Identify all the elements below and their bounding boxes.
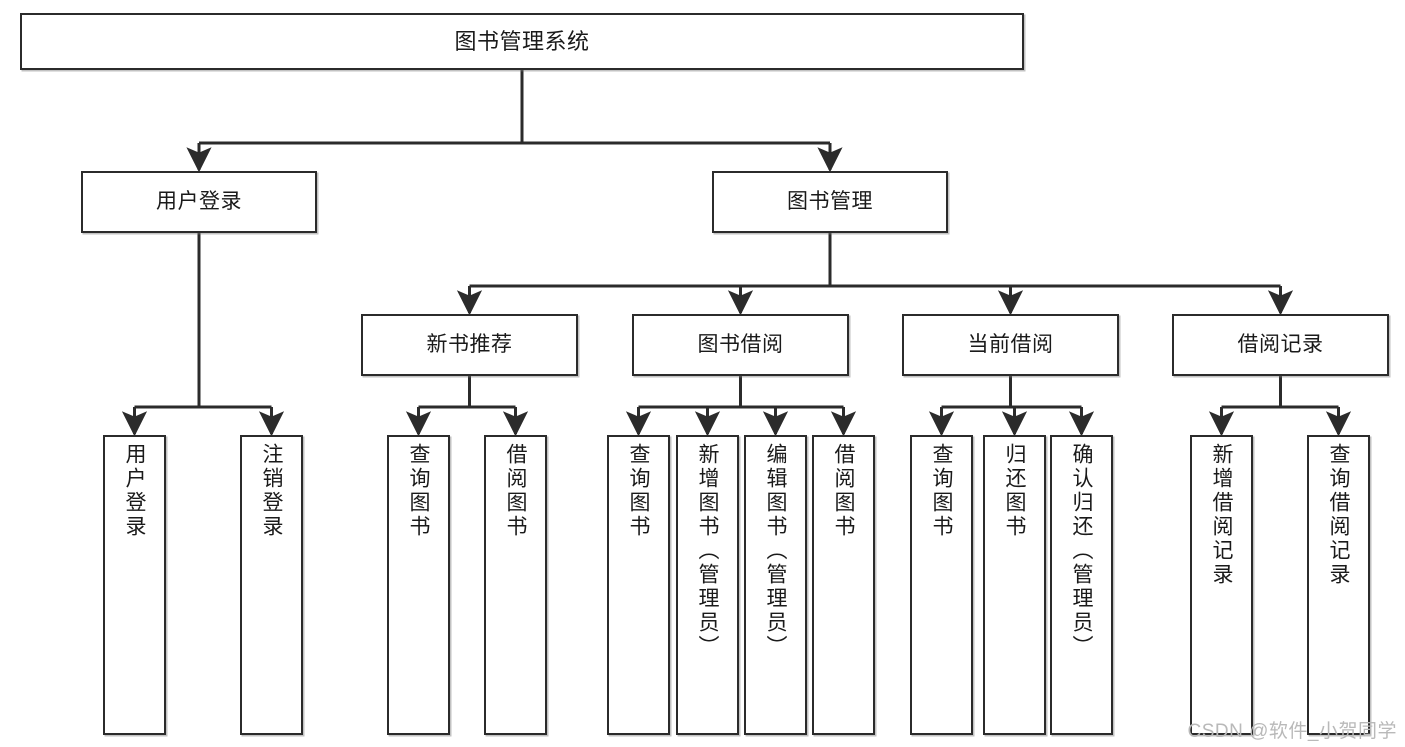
node-label-leaf-7: 编辑图书（管理员） (764, 443, 787, 659)
node-label-current: 当前借阅 (967, 332, 1054, 356)
node-label-borrow: 图书借阅 (697, 332, 784, 356)
node-box-records[interactable]: 借阅记录 (1172, 314, 1389, 376)
node-label-leaf-12: 新增借阅记录 (1210, 443, 1233, 587)
node-label-login: 用户登录 (156, 189, 242, 213)
node-label-leaf-4: 借阅图书 (504, 443, 527, 539)
node-label-leaf-8: 借阅图书 (832, 443, 855, 539)
node-label-root: 图书管理系统 (454, 28, 590, 54)
node-label-leaf-6: 新增图书（管理员） (696, 443, 719, 659)
node-box-login[interactable]: 用户登录 (81, 171, 317, 233)
node-label-bookmgmt: 图书管理 (787, 189, 873, 213)
node-label-leaf-10: 归还图书 (1003, 443, 1026, 539)
node-label-leaf-3: 查询图书 (407, 443, 430, 539)
node-label-leaf-5: 查询图书 (627, 443, 650, 539)
node-label-leaf-13: 查询借阅记录 (1327, 443, 1350, 587)
node-label-leaf-2: 注销登录 (260, 443, 283, 539)
node-box-leaf-5[interactable]: 查询图书 (607, 435, 670, 735)
node-box-leaf-9[interactable]: 查询图书 (910, 435, 973, 735)
node-box-leaf-2[interactable]: 注销登录 (240, 435, 303, 735)
node-label-newbook: 新书推荐 (426, 332, 513, 356)
node-label-leaf-11: 确认归还（管理员） (1070, 443, 1093, 659)
node-box-newbook[interactable]: 新书推荐 (361, 314, 578, 376)
node-box-leaf-1[interactable]: 用户登录 (103, 435, 166, 735)
node-box-current[interactable]: 当前借阅 (902, 314, 1119, 376)
node-label-records: 借阅记录 (1237, 332, 1324, 356)
node-box-bookmgmt[interactable]: 图书管理 (712, 171, 948, 233)
node-box-leaf-11[interactable]: 确认归还（管理员） (1050, 435, 1113, 735)
node-box-leaf-7[interactable]: 编辑图书（管理员） (744, 435, 807, 735)
node-label-leaf-1: 用户登录 (123, 443, 146, 539)
node-box-leaf-8[interactable]: 借阅图书 (812, 435, 875, 735)
node-label-leaf-9: 查询图书 (930, 443, 953, 539)
node-box-borrow[interactable]: 图书借阅 (632, 314, 849, 376)
node-box-leaf-6[interactable]: 新增图书（管理员） (676, 435, 739, 735)
node-box-leaf-3[interactable]: 查询图书 (387, 435, 450, 735)
node-box-root[interactable]: 图书管理系统 (20, 13, 1024, 70)
node-box-leaf-13[interactable]: 查询借阅记录 (1307, 435, 1370, 735)
node-box-leaf-10[interactable]: 归还图书 (983, 435, 1046, 735)
node-box-leaf-4[interactable]: 借阅图书 (484, 435, 547, 735)
node-box-leaf-12[interactable]: 新增借阅记录 (1190, 435, 1253, 735)
